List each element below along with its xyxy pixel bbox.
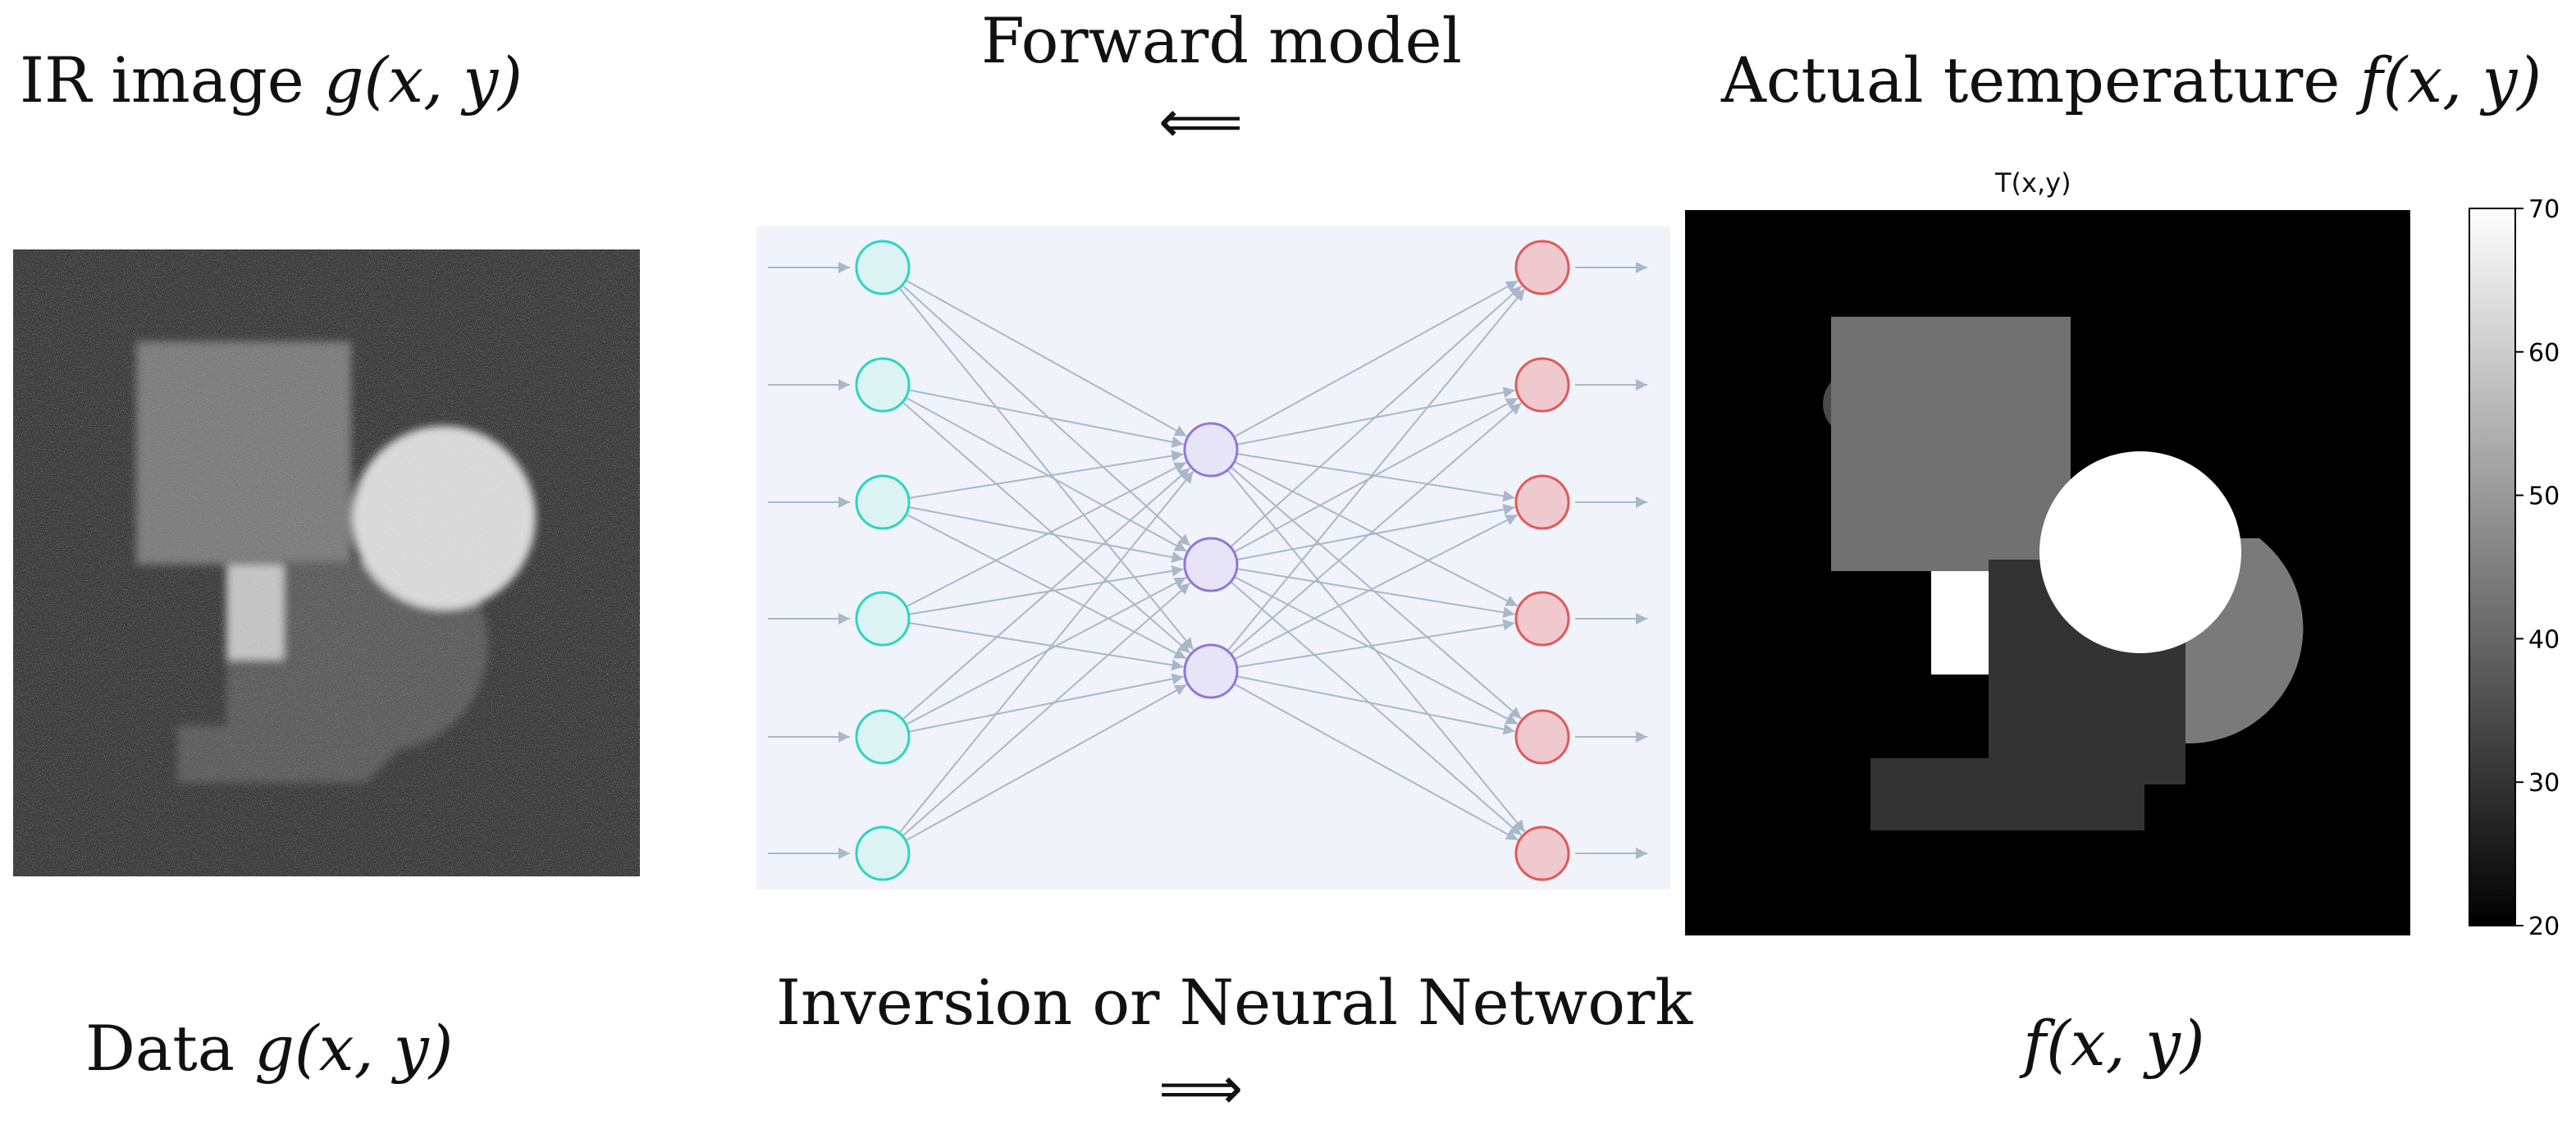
connection-edge [905,684,1187,842]
ir-image-math: g(x, y) [323,43,523,117]
ir-image [13,249,640,876]
input-node [855,357,911,413]
temperature-plot: T(x,y) [1683,167,2537,944]
colorbar-tick-label: 40 [2528,625,2560,654]
neural-network-diagram [756,226,1670,889]
data-label: Data g(x, y) [85,1018,453,1080]
connection-edge [1230,581,1523,836]
connection-edge [902,582,1191,837]
hidden-node [1183,643,1239,699]
connection-edge [898,287,1194,651]
f-xy-label: f(x, y) [2023,1013,2205,1075]
forward-arrow-icon: ⟸ [1158,87,1244,156]
f-xy-math: f(x, y) [2023,1007,2205,1080]
connection-edge [1233,575,1519,725]
connection-edge [1230,285,1523,548]
inversion-label: Inversion or Neural Network [776,972,1692,1034]
connection-edge [1234,514,1519,661]
output-node [1514,474,1570,530]
data-math: g(x, y) [254,1012,454,1085]
hidden-node [1183,422,1239,478]
hidden-node [1183,537,1239,592]
connection-edge [1236,503,1515,561]
connection-edge [908,389,1184,448]
data-text: Data [85,1012,235,1085]
colorbar-tick-label: 30 [2528,769,2560,798]
connection-edge [1233,280,1519,438]
ir-image-label: IR image g(x, y) [20,49,523,112]
input-node [855,825,911,881]
actual-temperature-label: Actual temperature f(x, y) [1721,49,2542,112]
ir-image-text: IR image [20,43,304,117]
neural-network-svg [768,240,1647,881]
connection-edge [905,513,1187,660]
connection-edge [905,461,1187,608]
ir-image-svg [13,249,640,876]
connection-edge [908,622,1184,671]
temperature-image [1685,210,2410,935]
input-node [855,709,911,765]
connection-edge [1230,402,1522,655]
output-node [1514,240,1570,295]
connection-edge [908,673,1184,733]
connection-edge [902,401,1191,654]
temperature-plot-title: T(x,y) [1995,167,2071,199]
connection-edge [1236,675,1515,735]
output-node [1514,709,1570,765]
connection-edge [1236,619,1515,668]
connection-edge [902,467,1191,720]
colorbar-tick-label: 60 [2528,339,2560,368]
connection-edge [1233,683,1519,841]
output-node [1514,357,1570,413]
connection-edge [905,396,1187,552]
connection-edge [902,284,1191,546]
connection-edge [1233,397,1519,553]
output-node [1514,591,1570,647]
connection-edge [1226,288,1526,652]
forward-model-label: Forward model [981,10,1462,72]
connection-edge [908,505,1184,563]
colorbar: 70 60 50 40 30 20 [2445,195,2576,941]
colorbar-tick-label: 20 [2528,912,2560,935]
colorbar-tick-label: 50 [2528,482,2560,511]
colorbar-svg: 70 60 50 40 30 20 [2469,195,2560,941]
inversion-arrow-icon: ⟹ [1158,1054,1244,1123]
actual-temperature-text: Actual temperature [1721,43,2341,117]
colorbar-tick-label: 70 [2528,197,2560,224]
connection-edge [905,279,1187,437]
connection-edge [908,450,1184,499]
actual-temperature-math: f(x, y) [2359,43,2542,117]
connection-edge [1236,568,1515,619]
connection-edge [908,565,1184,615]
input-node [855,240,911,295]
forward-model-text: Forward model [981,4,1462,77]
input-node [855,474,911,530]
output-node [1514,825,1570,881]
connection-edge [1230,466,1522,720]
inversion-text: Inversion or Neural Network [776,966,1693,1039]
connection-edge [905,576,1187,726]
input-node [855,591,911,647]
connection-edge [898,470,1194,834]
